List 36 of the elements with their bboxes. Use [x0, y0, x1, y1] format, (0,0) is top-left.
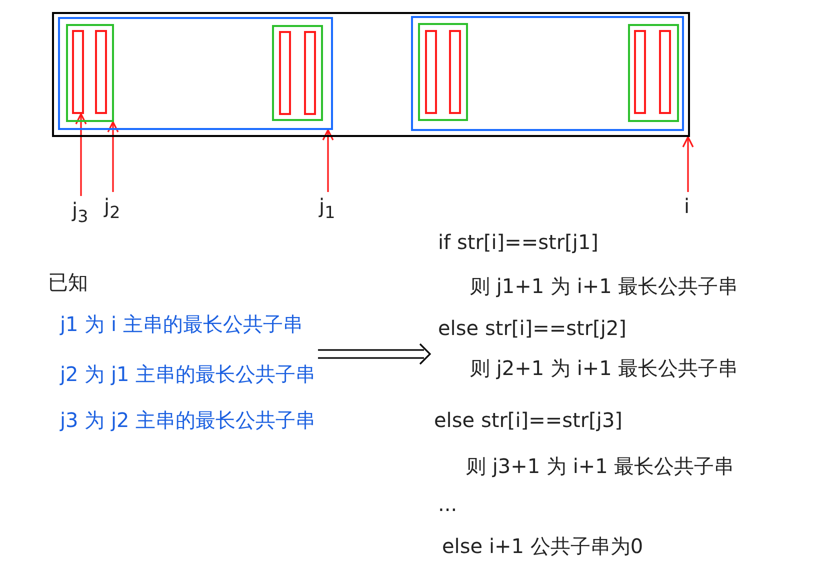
note-line: j3 为 j2 主串的最长公共子串 — [60, 408, 316, 432]
code-line: if str[i]==str[j1] — [438, 230, 598, 254]
note-line: j1 为 i 主串的最长公共子串 — [60, 312, 303, 336]
bar — [304, 31, 316, 115]
sub-prefix-box — [418, 23, 468, 121]
sub-prefix-box — [66, 24, 114, 122]
code-line: else str[i]==str[j3] — [434, 408, 622, 432]
code-line: else i+1 公共子串为0 — [442, 534, 644, 558]
pointer-label: j$_{1}$ — [319, 194, 336, 224]
implies-arrow — [317, 343, 432, 365]
bar — [279, 31, 291, 115]
bar — [449, 30, 461, 114]
pointer-label: j$_{2}$ — [104, 194, 120, 224]
bar — [634, 30, 646, 114]
string-box — [52, 12, 690, 137]
code-line: else str[i]==str[j2] — [438, 316, 626, 340]
prefix-box — [411, 16, 684, 131]
pointer-arrow — [682, 136, 694, 192]
pointer-arrow — [75, 113, 87, 196]
sub-prefix-box — [628, 24, 679, 122]
pointer-label: j$_{3}$ — [72, 198, 88, 228]
bar — [425, 30, 437, 114]
code-line: ... — [438, 492, 458, 516]
sub-prefix-box — [272, 25, 323, 121]
bar — [95, 30, 107, 114]
bar — [72, 30, 84, 114]
heading-text: 已知 — [48, 270, 88, 294]
code-line: 则 j3+1 为 i+1 最长公共子串 — [466, 454, 734, 478]
code-line: 则 j1+1 为 i+1 最长公共子串 — [470, 274, 738, 298]
note-line: j2 为 j1 主串的最长公共子串 — [60, 362, 316, 386]
pointer-label: i — [684, 194, 690, 218]
bar — [659, 30, 671, 114]
code-line: 则 j2+1 为 i+1 最长公共子串 — [470, 356, 738, 380]
pointer-arrow — [107, 121, 119, 192]
pointer-arrow — [322, 129, 334, 192]
prefix-box — [58, 17, 333, 130]
